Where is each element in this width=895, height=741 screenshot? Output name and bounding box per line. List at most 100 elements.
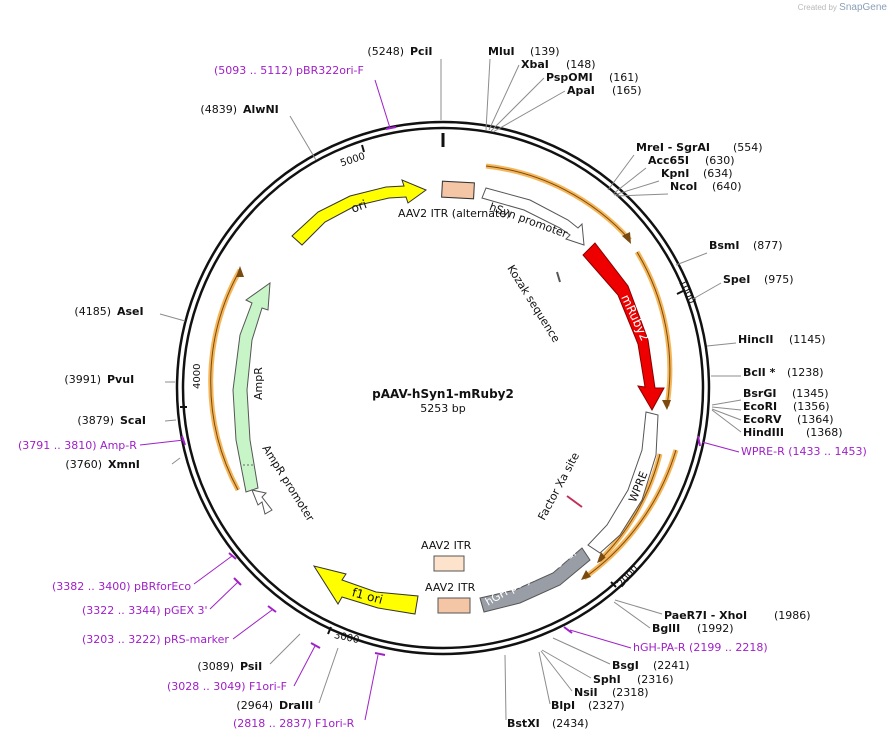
tick-label-3000: 3000: [333, 630, 360, 646]
enzyme-leader-line: [552, 637, 611, 665]
primer-marker: [385, 126, 397, 130]
enzyme-position: (2327): [588, 699, 625, 712]
enzyme-name: AlwNI: [243, 103, 279, 116]
enzyme-name: BsmI: [709, 239, 740, 252]
enzyme-name: PvuI: [107, 373, 134, 386]
enzyme-name: EcoRI: [743, 400, 777, 413]
enzyme-leader-line: [504, 654, 507, 721]
enzyme-name: XbaI: [521, 58, 549, 71]
feature-ori-label: ori: [349, 197, 368, 215]
enzyme-name: PspOMI: [546, 71, 593, 84]
primer-leader-line: [293, 645, 316, 687]
enzyme-name: NcoI: [670, 180, 697, 193]
feature-itr-box-1: [433, 555, 465, 572]
primer-marker: [181, 435, 186, 446]
feature-ampr-label: AmpR: [252, 367, 265, 400]
enzyme-position: (877): [753, 239, 783, 252]
enzyme-position: (3089): [197, 660, 234, 673]
enzyme-leader-line: [612, 167, 647, 195]
leader-lines: [139, 58, 742, 721]
primer-label: (2818 .. 2837) F1ori-R: [233, 717, 355, 730]
primer-leader-line: [209, 581, 239, 610]
primer-label: hGH-PA-R (2199 .. 2218): [633, 641, 768, 654]
orf-arc-ampr-inner: [210, 269, 241, 491]
enzyme-name: BstXI: [507, 717, 540, 730]
enzyme-position: (2318): [612, 686, 649, 699]
feature-factor-xa-label: Factor Xa site: [535, 450, 582, 522]
orf-arrowhead-2: [662, 400, 671, 410]
tick-label-5000: 5000: [339, 151, 367, 169]
enzyme-name: DraIII: [279, 699, 313, 712]
enzyme-position: (634): [703, 167, 733, 180]
feature-ori: [291, 179, 428, 246]
tick-mark-2000: [610, 581, 617, 588]
enzyme-name: KpnI: [661, 167, 689, 180]
primer-label: (3791 .. 3810) Amp-R: [18, 439, 137, 452]
tick-mark-1000: [676, 290, 684, 295]
backbone-outer-ring: [175, 120, 711, 656]
enzyme-leader-line: [541, 649, 592, 679]
tick-mark-3000: [327, 626, 332, 635]
enzyme-leader-line: [615, 193, 669, 197]
enzyme-position: (554): [733, 141, 763, 154]
orf-arc-mruby2-inner: [485, 165, 631, 241]
enzyme-leader-line: [614, 599, 663, 615]
enzyme-position: (165): [612, 84, 642, 97]
orf-arc-wpre-2-inner: [583, 449, 677, 579]
plasmid-name: pAAV-hSyn1-mRuby2: [372, 387, 514, 401]
enzyme-position: (2434): [552, 717, 589, 730]
primer-marker: [697, 435, 701, 447]
enzyme-position: (1238): [787, 366, 824, 379]
feature-itr-alternate: [441, 180, 475, 200]
orf-arrowhead-3: [597, 552, 607, 563]
enzyme-name: AseI: [117, 305, 144, 318]
enzyme-name: MluI: [488, 45, 515, 58]
enzyme-position: (630): [705, 154, 735, 167]
enzyme-leader-line: [607, 154, 635, 191]
enzyme-position: (3760): [65, 458, 102, 471]
primer-leader-line: [701, 441, 740, 453]
tick-label-4000: 4000: [192, 364, 203, 389]
enzyme-leader-line: [711, 409, 742, 433]
feature-f1-ori: [312, 565, 419, 615]
enzyme-leader-line: [318, 647, 339, 704]
enzyme-name: XmnI: [108, 458, 140, 471]
enzyme-name: ApaI: [567, 84, 595, 97]
enzyme-position: (148): [566, 58, 596, 71]
feature-kozak-label: Kozak sequence: [504, 263, 562, 345]
enzyme-leader-line: [171, 457, 181, 465]
enzyme-position: (1368): [806, 426, 843, 439]
enzyme-position: (5248): [367, 45, 404, 58]
enzyme-leader-line: [269, 633, 301, 665]
feature-itr-box-2: [437, 597, 471, 614]
enzyme-name: ScaI: [120, 414, 146, 427]
enzyme-position: (139): [530, 45, 560, 58]
feature-ampr-promoter: [251, 489, 273, 515]
primer-marker: [228, 552, 237, 560]
enzyme-leader-line: [692, 282, 722, 300]
enzyme-leader-line: [159, 313, 186, 322]
enzyme-name: BclI *: [743, 366, 776, 379]
enzyme-name: BsgI: [612, 659, 639, 672]
enzyme-position: (1992): [697, 622, 734, 635]
snapgene-credit: Created by SnapGene: [798, 2, 887, 13]
primer-leader-line: [374, 79, 391, 129]
enzyme-position: (1145): [789, 333, 826, 346]
primer-label: (3203 .. 3222) pRS-marker: [82, 633, 229, 646]
primer-label: (3322 .. 3344) pGEX 3': [82, 604, 208, 617]
enzyme-name: NsiI: [574, 686, 598, 699]
enzyme-name: BglII: [652, 622, 680, 635]
primer-leader-line: [569, 629, 632, 649]
enzyme-name: BlpI: [551, 699, 575, 712]
orf-arrowhead-4: [581, 570, 591, 580]
enzyme-position: (3879): [77, 414, 114, 427]
enzyme-position: (4839): [200, 103, 237, 116]
primer-label: (3382 .. 3400) pBRforEco: [52, 580, 191, 593]
primer-label: (3028 .. 3049) F1ori-F: [167, 680, 287, 693]
enzyme-position: (3991): [64, 373, 101, 386]
feature-ampr: [232, 281, 271, 493]
orf-arc-wpre-1-inner: [599, 453, 661, 561]
feature-hsyn-promoter: [481, 187, 585, 246]
enzyme-leader-line: [675, 252, 708, 266]
